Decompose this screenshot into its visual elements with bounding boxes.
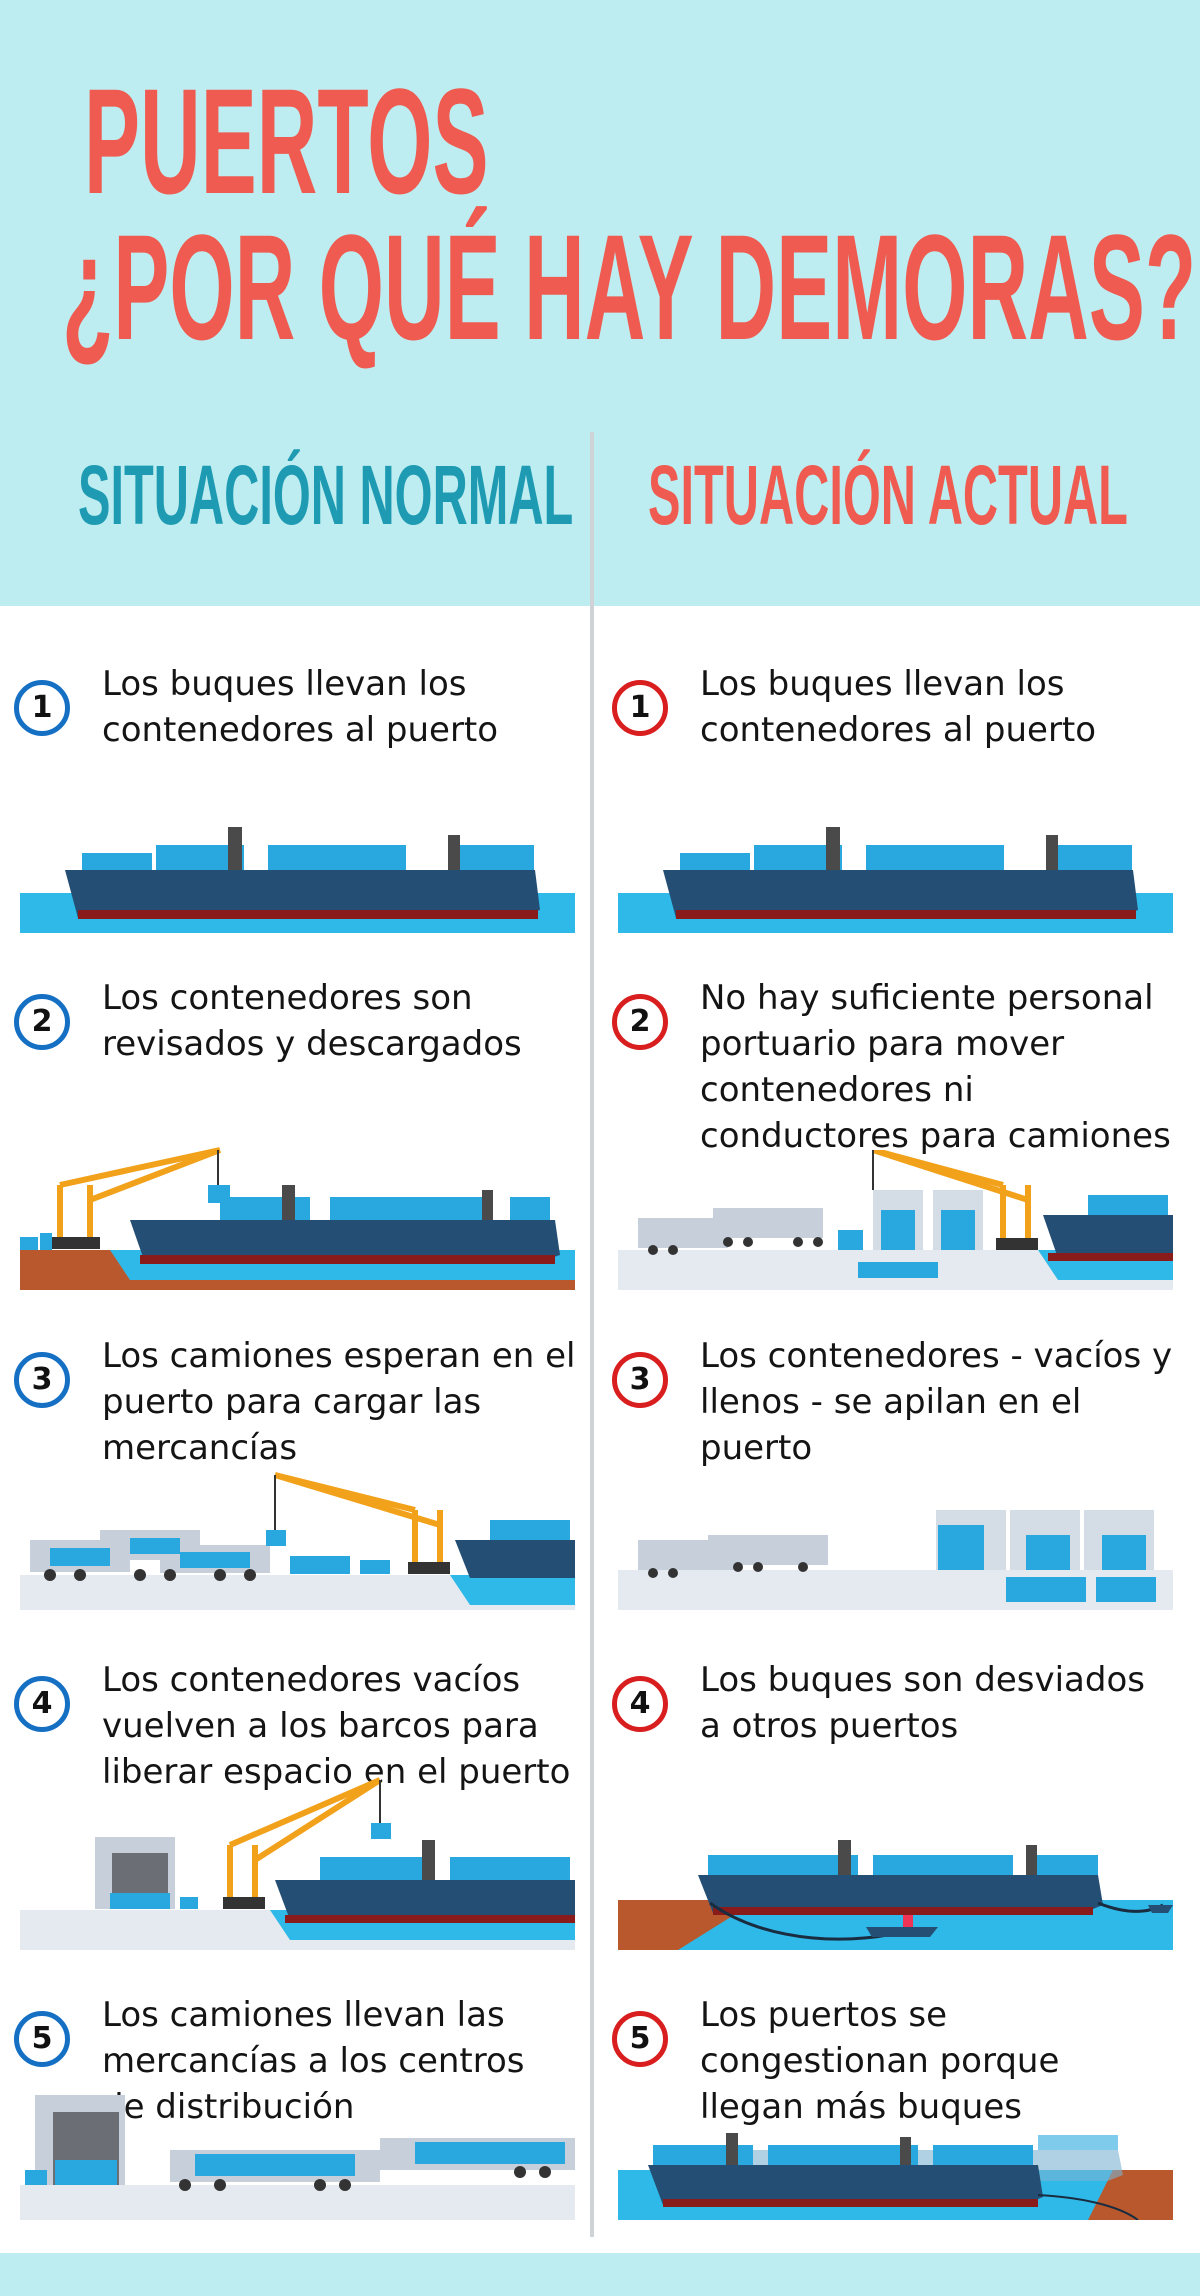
step-description: Los buques son desviados a otros puertos xyxy=(700,1660,1145,1746)
step-description: Los contenedores - vacíos y llenos - se … xyxy=(700,1336,1173,1468)
crane-unloading-ship-icon xyxy=(20,1147,575,1290)
ship-icon xyxy=(618,827,1173,933)
stacked-containers-icon xyxy=(618,1510,1173,1610)
ship-diverted-icon xyxy=(618,1840,1173,1950)
ship-icon xyxy=(20,827,575,933)
step-number-circle: 3 xyxy=(612,1352,668,1408)
trucks-waiting-crane-icon xyxy=(20,1472,575,1610)
step-description: Los camiones llevan las mercancías a los… xyxy=(102,1995,525,2127)
heading-current-situation: SITUACIÓN ACTUAL xyxy=(648,448,1128,542)
congested-port-icon xyxy=(618,2133,1173,2220)
step-description: Los contenedores vacíos vuelven a los ba… xyxy=(102,1660,571,1792)
step-number-circle: 4 xyxy=(612,1676,668,1732)
step-number-circle: 5 xyxy=(14,2011,70,2067)
trucks-to-warehouse-icon xyxy=(20,2095,575,2220)
heading-normal-situation: SITUACIÓN NORMAL xyxy=(78,448,574,542)
step-number-circle: 5 xyxy=(612,2011,668,2067)
idle-crane-idle-trucks-icon xyxy=(618,1150,1173,1290)
step-description: Los buques llevan los contenedores al pu… xyxy=(700,664,1097,750)
empty-containers-to-ship-icon xyxy=(20,1777,575,1950)
step-description: Los buques llevan los contenedores al pu… xyxy=(102,664,499,750)
step-description: Los camiones esperan en el puerto para c… xyxy=(102,1336,576,1468)
step-number-circle: 4 xyxy=(14,1676,70,1732)
step-number-circle: 2 xyxy=(14,994,70,1050)
step-description: Los puertos se congestionan porque llega… xyxy=(700,1995,1060,2127)
step-description: Los contenedores son revisados y descarg… xyxy=(102,978,522,1064)
step-description: No hay suficiente personal portuario par… xyxy=(700,978,1171,1156)
step-number-circle: 2 xyxy=(612,994,668,1050)
header-background xyxy=(0,0,1200,606)
step-number-circle: 1 xyxy=(612,680,668,736)
step-number-circle: 3 xyxy=(14,1352,70,1408)
column-divider xyxy=(590,432,594,2237)
title-question: ¿POR QUÉ HAY DEMORAS? xyxy=(62,203,1197,371)
step-number-circle: 1 xyxy=(14,680,70,736)
title-puertos: PUERTOS xyxy=(84,57,489,225)
footer-band xyxy=(0,2253,1200,2296)
